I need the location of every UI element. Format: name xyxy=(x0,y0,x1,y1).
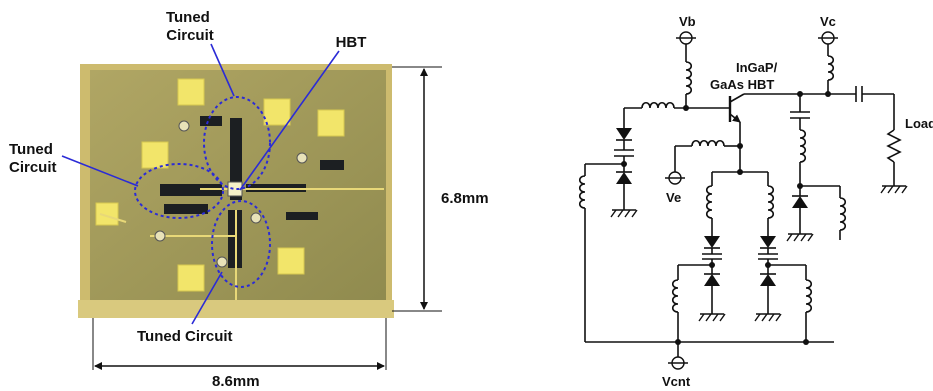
ground-hatch xyxy=(754,313,782,322)
ground xyxy=(786,233,814,242)
inductor-left-tank xyxy=(671,279,679,313)
vcnt-terminal xyxy=(668,356,688,370)
hbt-transistor xyxy=(728,93,745,123)
ground-hatch xyxy=(698,313,726,322)
hbt-die xyxy=(227,181,243,197)
chip-photo: Tuned Circuit HBT Tuned Circuit Tuned Ci… xyxy=(9,9,489,390)
strip xyxy=(230,118,242,200)
label-vc: Vc xyxy=(820,14,836,29)
label-load: Load xyxy=(905,116,933,131)
tuned-circuit-bottom-outline xyxy=(211,200,271,288)
strip xyxy=(200,116,222,126)
ground-hatch xyxy=(880,185,908,194)
varactor-base xyxy=(616,128,632,140)
leader-tuned-left xyxy=(61,155,139,187)
ground xyxy=(754,313,782,322)
inductor-right-tank xyxy=(805,279,813,313)
strip xyxy=(164,204,208,214)
pad xyxy=(317,109,345,137)
ground-hatch xyxy=(786,233,814,242)
label-tuned-bottom: Tuned Circuit xyxy=(137,328,233,345)
component xyxy=(178,120,190,132)
leader-tuned-top xyxy=(210,43,235,97)
varactor-collector xyxy=(792,196,808,208)
varactor-base-2 xyxy=(616,172,632,184)
strip xyxy=(160,184,222,196)
die-bottom-edge xyxy=(78,300,394,318)
ground xyxy=(880,185,908,194)
label-tuned-top: Tuned Circuit xyxy=(166,9,214,44)
label-tuned-left: Tuned Circuit xyxy=(9,141,57,176)
label-height: 6.8mm xyxy=(441,190,489,207)
inductor-base xyxy=(641,101,675,109)
inductor-ve xyxy=(691,139,725,147)
inductor-emitter-left xyxy=(705,185,713,219)
ground-hatch xyxy=(610,209,638,218)
trace xyxy=(99,213,127,223)
inductor-vc xyxy=(827,55,835,81)
component xyxy=(250,212,262,224)
ve-terminal xyxy=(665,171,685,185)
label-ve: Ve xyxy=(666,190,681,205)
inductor-collector xyxy=(799,129,807,163)
varactor xyxy=(760,274,776,286)
strip xyxy=(320,160,344,170)
ground xyxy=(610,209,638,218)
pad xyxy=(177,78,205,106)
inductor-base-tank xyxy=(578,175,586,209)
label-hbt-type: InGaP/ GaAs HBT xyxy=(710,60,781,92)
varactor xyxy=(704,274,720,286)
inductor-collector-tank xyxy=(839,197,847,231)
vc-terminal xyxy=(818,31,838,45)
label-width: 8.6mm xyxy=(212,373,260,390)
tuned-circuit-outlines xyxy=(134,96,271,288)
component xyxy=(296,152,308,164)
tuned-circuit-left-outline xyxy=(134,163,224,219)
pad xyxy=(177,264,205,292)
pad xyxy=(141,141,169,169)
bond-pads xyxy=(95,78,345,292)
pad xyxy=(263,98,291,126)
leader-hbt xyxy=(239,50,340,191)
component xyxy=(216,256,228,268)
node xyxy=(803,339,809,345)
leader-tuned-bottom xyxy=(191,271,223,325)
schematic: Vb Vc InGaP/ GaAs HBT Load Ve Vcnt xyxy=(578,14,933,389)
strips xyxy=(160,116,344,268)
vb-terminal xyxy=(676,31,696,45)
label-vcnt: Vcnt xyxy=(662,374,691,389)
varactor xyxy=(760,236,776,248)
node xyxy=(825,91,831,97)
load-resistor xyxy=(886,129,902,163)
height-dimension xyxy=(392,66,442,312)
pad xyxy=(95,202,119,226)
width-dimension xyxy=(92,318,387,370)
inductor-emitter-right xyxy=(767,185,775,219)
label-hbt: HBT xyxy=(336,34,367,51)
collector-lead xyxy=(729,93,745,103)
emitter-lead xyxy=(729,113,741,123)
component xyxy=(154,230,166,242)
varactor xyxy=(704,236,720,248)
tuned-circuit-top-outline xyxy=(203,96,271,190)
strip xyxy=(286,212,318,220)
label-vb: Vb xyxy=(679,14,696,29)
components xyxy=(154,120,308,268)
pad xyxy=(277,247,305,275)
ground xyxy=(698,313,726,322)
leader-lines xyxy=(61,43,340,325)
inductor-vb xyxy=(685,61,693,95)
